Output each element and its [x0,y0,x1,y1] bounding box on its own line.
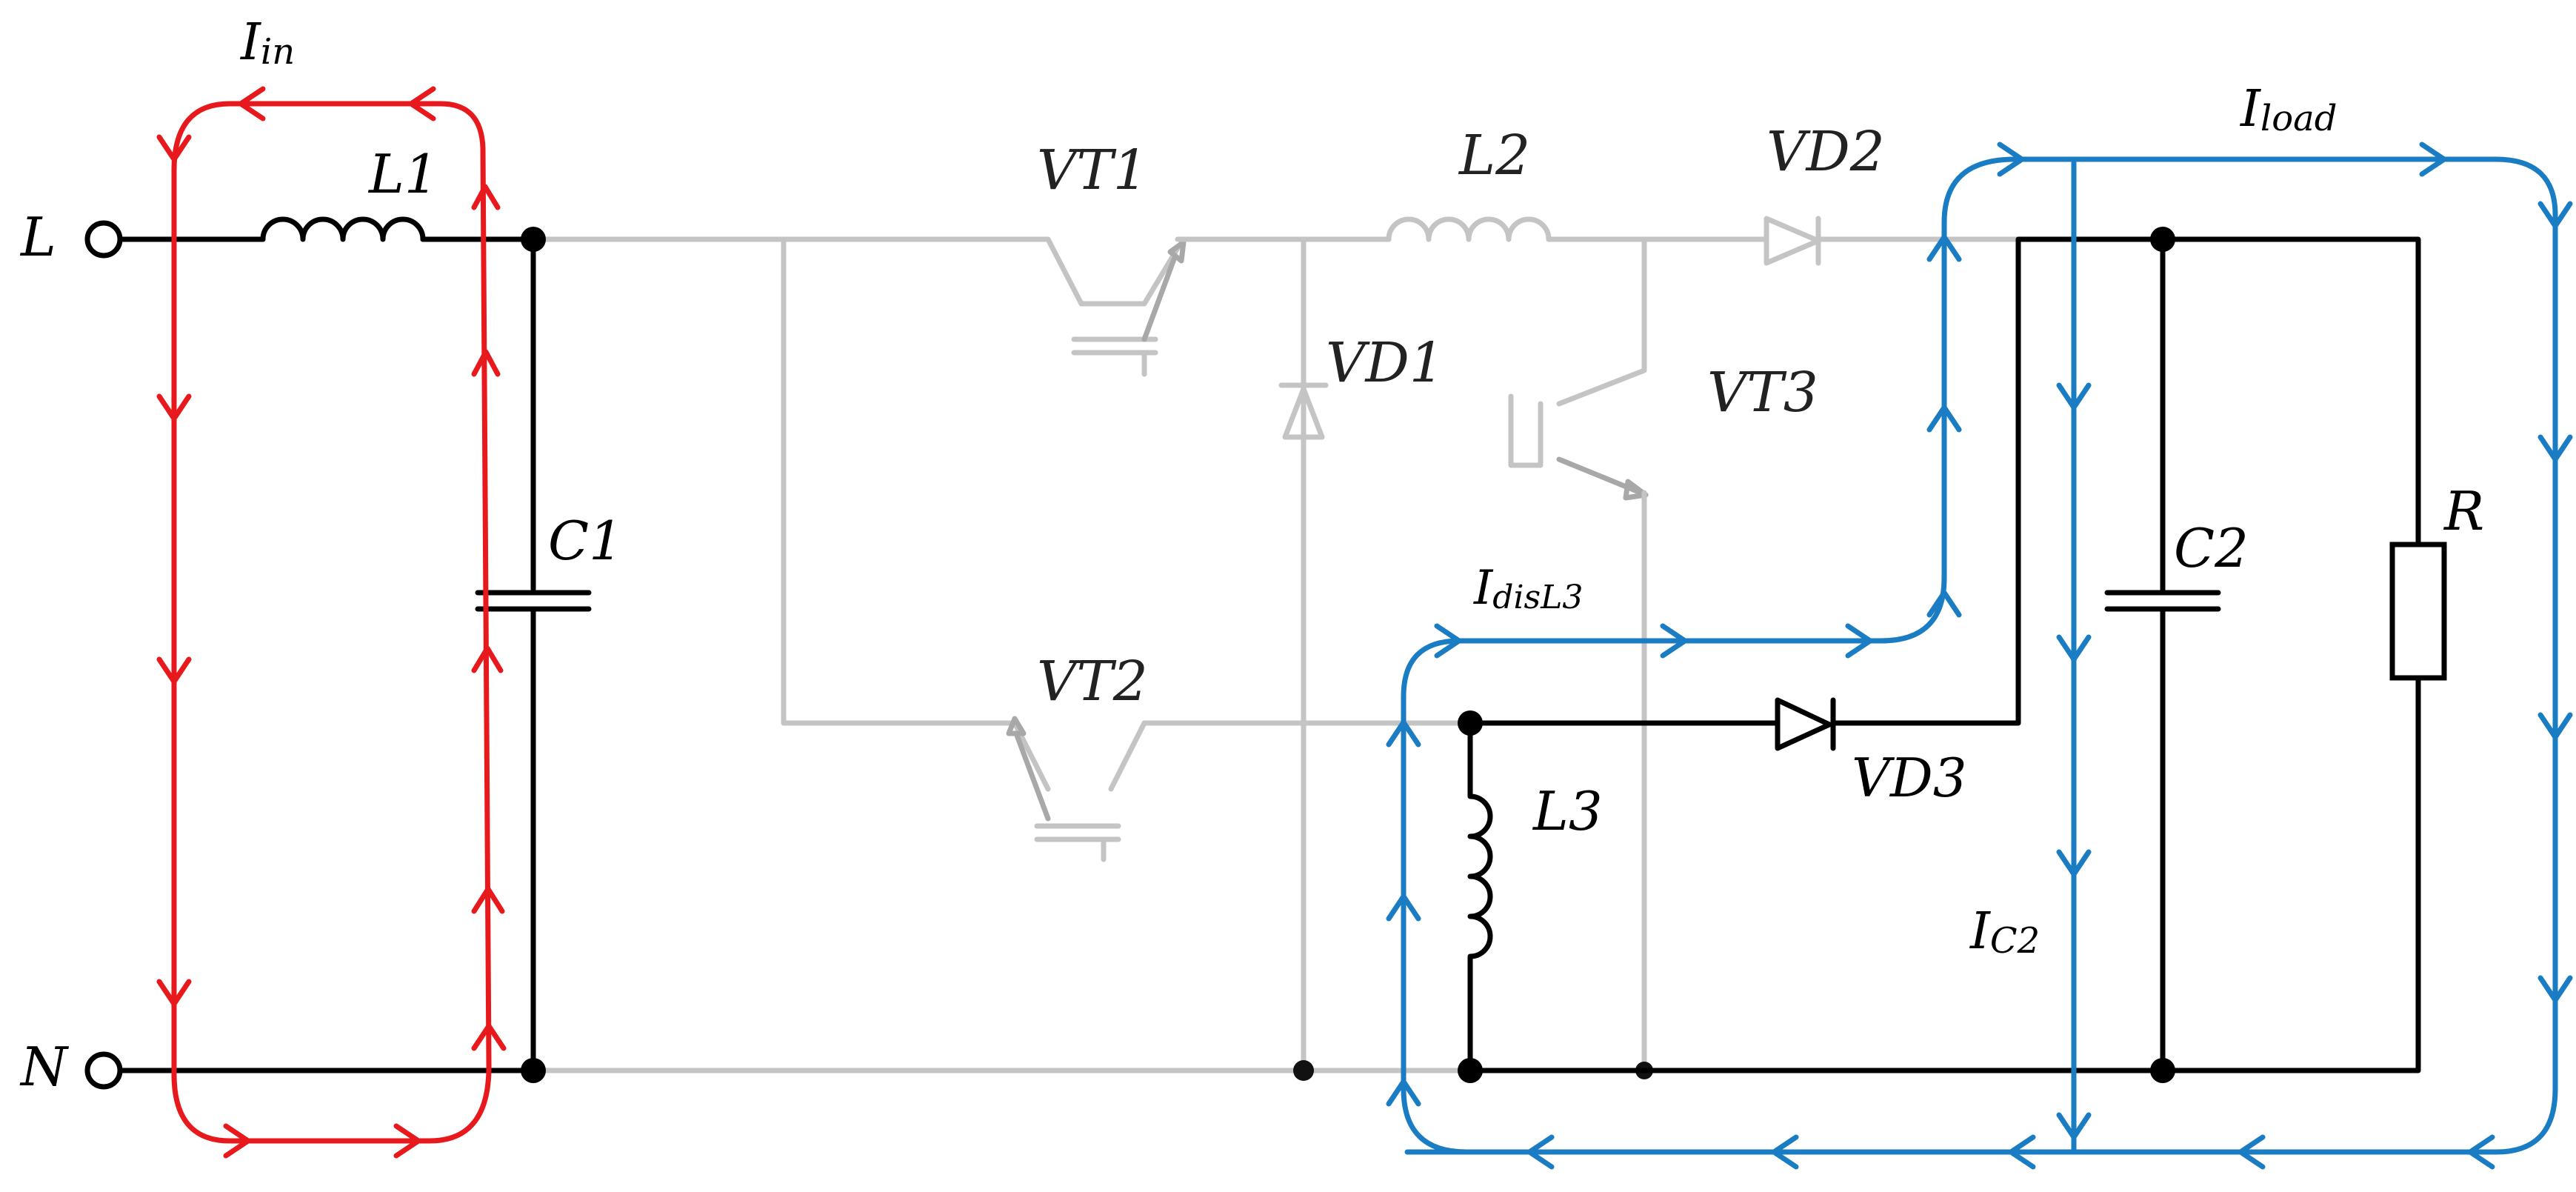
bridge-left-wire [781,236,1018,726]
r-resistor [2389,542,2447,681]
c2-label: C2 [2174,517,2249,579]
discharge-current-loop [1386,141,2573,1170]
vt2-label: VT2 [1037,650,1148,713]
l-terminal [84,220,123,259]
current-c2-label: IC2 [1969,902,2040,962]
c1-bottom-node [521,1058,546,1083]
terminal-n-label: N [19,1036,70,1098]
vd3-label: VD3 [1852,747,1967,809]
vt1-label: VT1 [1037,139,1148,202]
vd3-diode [1775,697,1836,751]
vt3-transistor [1508,236,1649,1073]
l3-label: L3 [1532,780,1603,842]
l3-top-node [1458,710,1483,736]
vd3-right-wire [1830,236,2421,726]
vd2-label: VD2 [1766,120,1885,184]
l2-label: L2 [1458,124,1530,187]
current-disl3-label: IdisL3 [1473,561,1583,616]
c2-plates [2104,590,2221,612]
c1-label: C1 [548,510,623,572]
vd1-diode [1278,236,1329,1073]
junction-dot [1293,1060,1314,1081]
c2-top-node [2150,227,2175,252]
input-current-loop [156,86,507,1159]
l1-inductor-coil [260,216,426,242]
n-terminal [84,1051,123,1090]
l3-inductor-coil [1467,720,1493,1073]
r-label: R [2443,480,2484,542]
active-circuit [84,216,2447,1090]
inactive-circuit [530,216,2021,1081]
vt3-label: VT3 [1707,361,1818,424]
l1-label: L1 [367,143,438,205]
vd2-diode [1764,216,2021,266]
terminal-l-label: L [19,206,56,268]
c1-top-node [521,227,546,252]
c2-bottom-node [2150,1058,2175,1083]
l3-bottom-node [1458,1058,1483,1083]
current-in-label: Iin [239,13,295,73]
labels: L N L1 C1 VT1 VT2 VD1 L2 VD2 VT3 L3 VD3 … [19,13,2484,1098]
l2-inductor [1301,216,1769,242]
current-load-label: Iload [2239,80,2337,139]
return-rail-wire [1467,675,2421,1073]
vt2-transistor [1006,716,1473,862]
vd1-label: VD1 [1326,331,1444,395]
vt1-transistor [1045,236,1307,377]
